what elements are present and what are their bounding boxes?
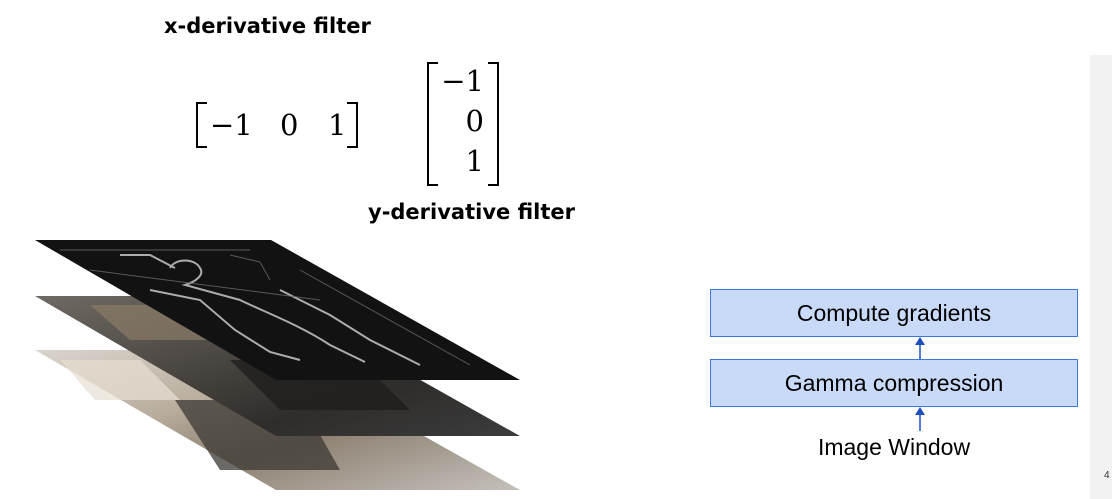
gradient-magnitude-layer bbox=[35, 240, 520, 380]
compute-gradients-step: Compute gradients bbox=[710, 289, 1078, 337]
slide-edge-strip bbox=[1090, 55, 1112, 499]
x-derivative-matrix: −1 0 1 bbox=[196, 102, 358, 148]
matrix-cell: 0 bbox=[465, 104, 484, 138]
matrix-cell: 1 bbox=[328, 108, 347, 142]
x-derivative-filter-label: x-derivative filter bbox=[164, 14, 371, 38]
left-bracket bbox=[427, 62, 438, 186]
gamma-compression-step: Gamma compression bbox=[710, 359, 1078, 407]
matrix-cell: 1 bbox=[465, 144, 484, 178]
y-derivative-matrix: −1 0 1 bbox=[427, 62, 499, 186]
matrix-cell: −1 bbox=[441, 64, 484, 98]
up-arrow-icon bbox=[915, 337, 925, 359]
image-window-label: Image Window bbox=[817, 434, 971, 460]
up-arrow-icon bbox=[915, 407, 925, 431]
left-bracket bbox=[196, 102, 207, 148]
corner-mark: 4 bbox=[1104, 470, 1110, 481]
matrix-cell: 0 bbox=[280, 108, 299, 142]
right-bracket bbox=[347, 102, 358, 148]
matrix-cell: −1 bbox=[210, 108, 253, 142]
y-derivative-filter-label: y-derivative filter bbox=[368, 200, 575, 224]
right-bracket bbox=[488, 62, 499, 186]
